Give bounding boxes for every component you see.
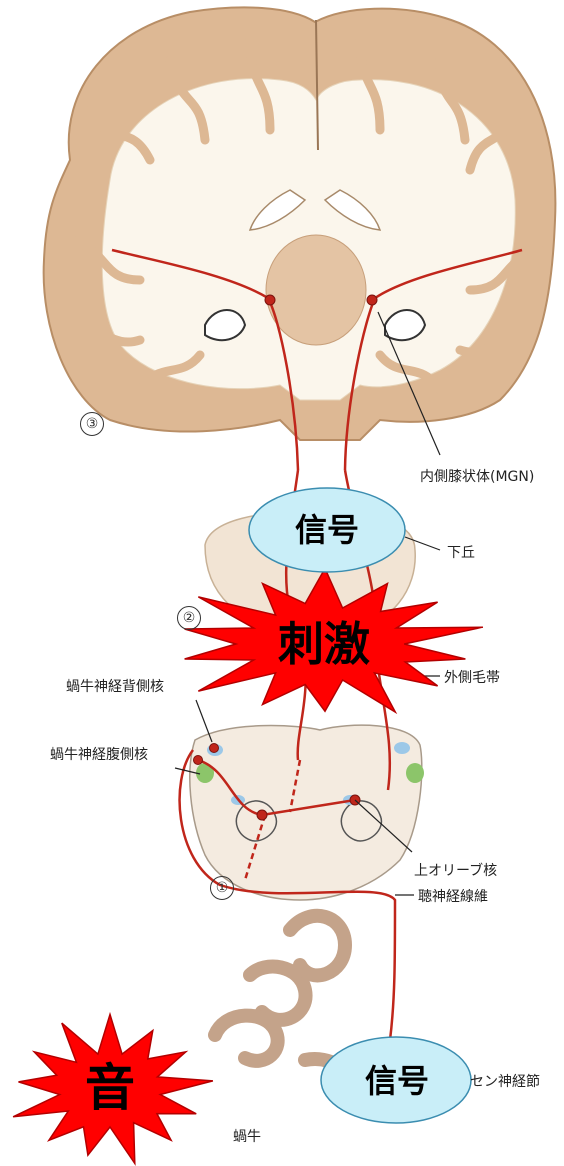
label-cochlea: 蝸牛 (233, 1126, 261, 1146)
signal-top-text: 信号 (270, 510, 384, 550)
label-superior-olive: 上オリーブ核 (414, 860, 497, 880)
label-auditory-nerve: 聴神経線維 (418, 886, 488, 906)
brain-coronal-section (44, 7, 556, 440)
label-ventral-cochlear-nucleus: 蝸牛神経腹側核 (50, 744, 148, 764)
label-mgn: 内側膝状体(MGN) (420, 466, 534, 486)
sound-text: 音 (60, 1058, 160, 1118)
label-inferior-colliculus: 下丘 (447, 542, 475, 562)
stimulus-text: 刺激 (254, 616, 394, 672)
marker-two: ② (177, 606, 201, 630)
label-spiral-ganglion: セン神経節 (470, 1071, 540, 1091)
marker-three: ③ (80, 412, 104, 436)
signal-bottom-text: 信号 (340, 1061, 454, 1101)
marker-one: ① (210, 876, 234, 900)
label-dorsal-cochlear-nucleus: 蝸牛神経背側核 (66, 676, 164, 696)
label-lateral-lemniscus: 外側毛帯 (444, 667, 500, 687)
